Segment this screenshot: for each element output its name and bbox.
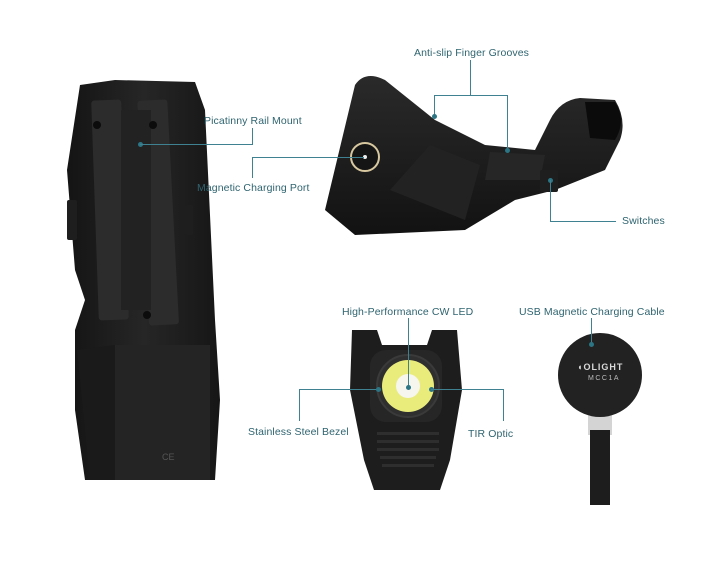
label-anti-slip-finger-grooves: Anti-slip Finger Grooves (414, 47, 530, 59)
label-switches: Switches (622, 215, 665, 227)
light-front-view (350, 330, 462, 490)
ce-mark: CE (162, 452, 175, 462)
label-picatinny-rail-mount: Picatinny Rail Mount (204, 115, 302, 127)
label-usb-magnetic-charging-cable: USB Magnetic Charging Cable (519, 306, 665, 318)
light-side-view (325, 76, 623, 235)
magnetic-charging-cable (558, 333, 642, 505)
label-tir-optic: TIR Optic (468, 428, 514, 440)
cable-brand: ◖OLIGHT (577, 362, 624, 372)
cable-model: MCC1A (588, 375, 621, 382)
label-magnetic-charging-port: Magnetic Charging Port (197, 182, 310, 194)
label-stainless-steel-bezel: Stainless Steel Bezel (248, 426, 349, 438)
light-back-view: CE (67, 80, 220, 480)
label-cw-led: High-Performance CW LED (342, 306, 474, 318)
